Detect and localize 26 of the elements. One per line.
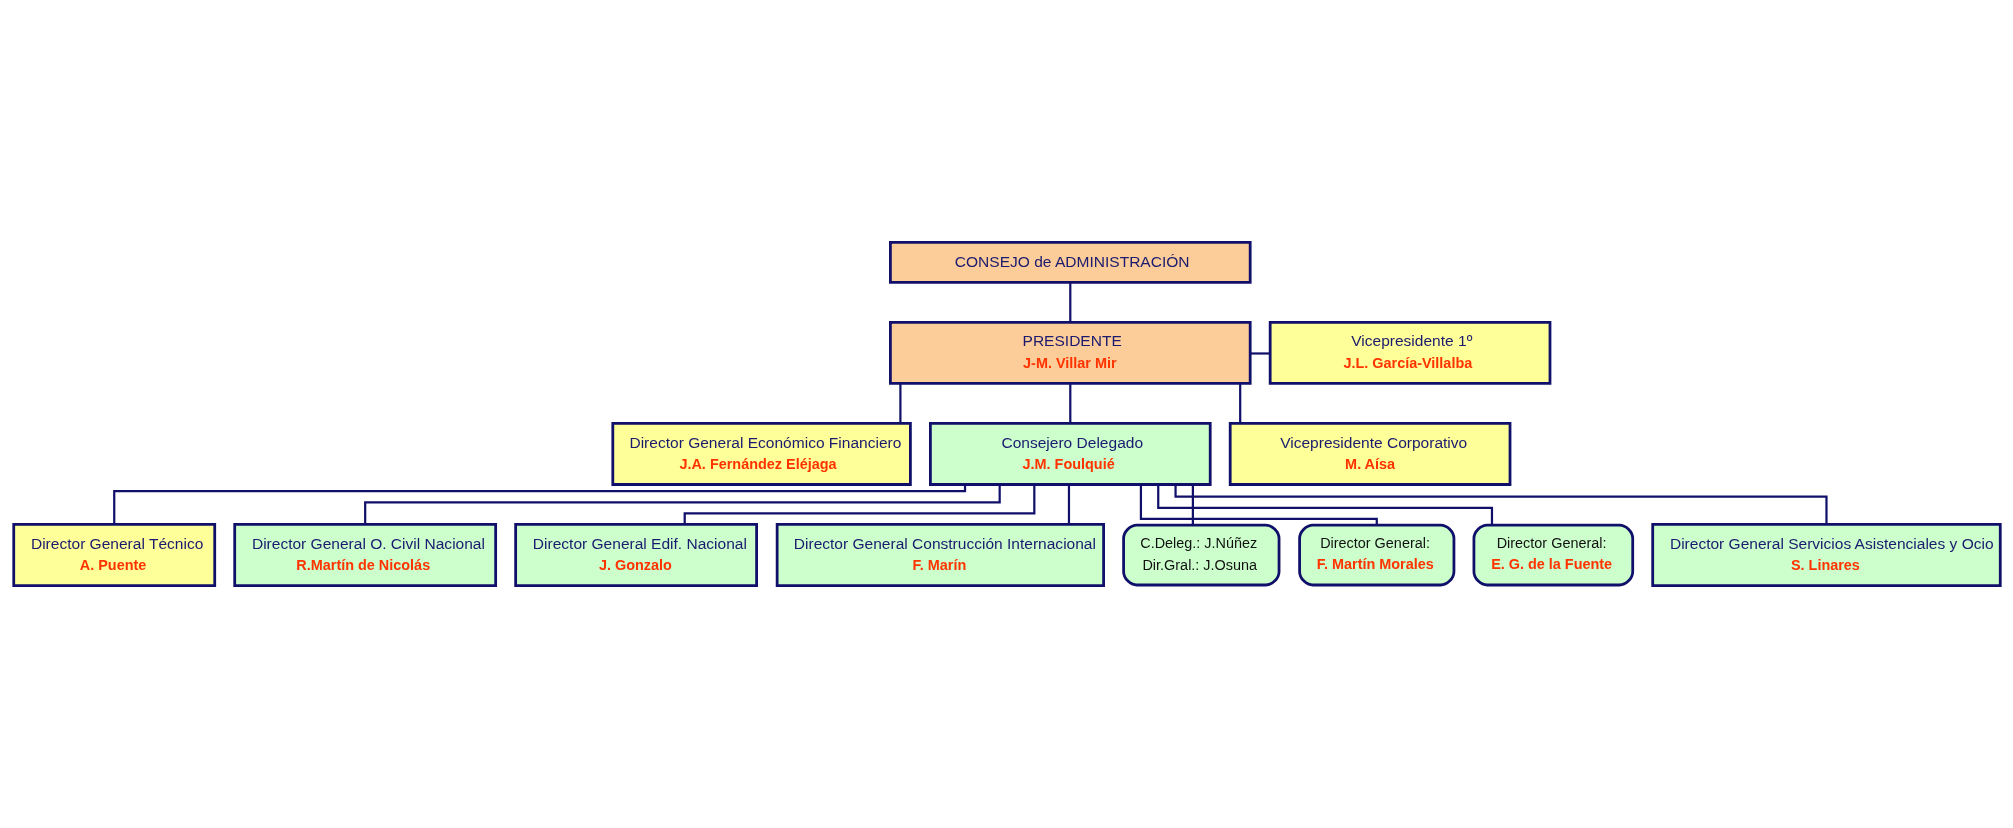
- connector: [898, 383, 901, 424]
- node-box: Director General: E. G. de la Fuente: [1472, 523, 1634, 587]
- node-box: PRESIDENTE J-M. Villar Mir: [888, 321, 1252, 385]
- node-box: Director General Edif. Nacional J. Gonzalo: [513, 523, 758, 587]
- connector: [1067, 484, 1070, 525]
- connector: [1156, 484, 1493, 525]
- node-box: Director General Técnico A. Puente: [11, 523, 216, 587]
- connector: [1139, 484, 1378, 525]
- node-box: CONSEJO de ADMINISTRACIÓN: [888, 241, 1252, 284]
- node-box: C.Deleg.: J.Núñez Dir.Gral.: J.Osuna: [1121, 523, 1280, 587]
- connector: [1250, 352, 1270, 355]
- node-box: Director General Construcción Internacional F. Marín: [775, 523, 1105, 587]
- node-box: Vicepresidente Corporativo M. Aísa: [1228, 422, 1511, 486]
- connector: [683, 484, 1035, 525]
- connector: [112, 484, 966, 525]
- connector: [1238, 383, 1241, 424]
- node-box: Director General Servicios Asistenciales y Ocio S. Linares: [1650, 523, 2002, 587]
- connector: [1068, 383, 1071, 424]
- connector: [363, 484, 1001, 525]
- node-box: Director General Económico Financiero J.A. Fernández Eléjaga: [610, 422, 912, 486]
- node-box: Director General: F. Martín Morales: [1297, 523, 1455, 587]
- node-box: Vicepresidente 1º J.L. García-Villalba: [1268, 321, 1551, 385]
- connector: [1068, 282, 1071, 323]
- node-box: Director General O. Civil Nacional R.Martín de Nicolás: [232, 523, 497, 587]
- connector: [1191, 484, 1194, 526]
- node-box: Consejero Delegado J.M. Foulquié: [928, 422, 1212, 486]
